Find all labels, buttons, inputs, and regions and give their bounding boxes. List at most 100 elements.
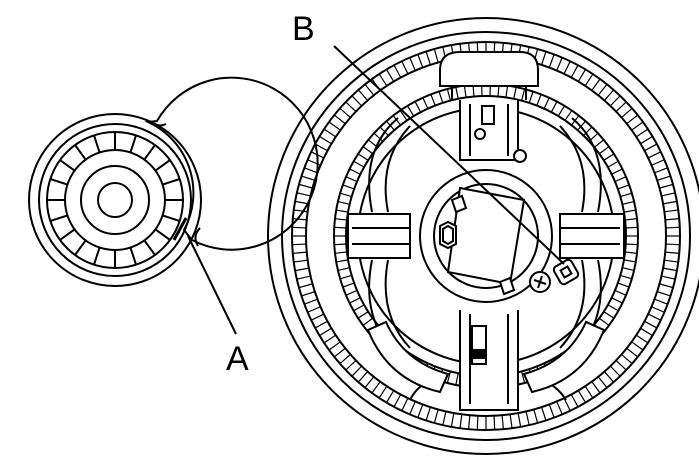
large-disc-inner-tooth [349,168,361,175]
large-disc-inner-tooth [625,243,638,246]
large-disc-inner-tooth [336,209,349,213]
large-disc-outer-tooth [597,83,608,96]
large-disc-outer-tooth [654,298,668,305]
large-disc-outer-tooth [295,200,309,205]
large-disc-outer-tooth [591,78,601,91]
large-disc-outer-tooth [351,95,363,107]
large-disc-outer-tooth [293,259,308,263]
large-disc-outer-tooth [584,385,594,399]
large-disc-outer-tooth [621,107,633,119]
large-disc-outer-tooth [626,347,639,358]
large-disc-outer-tooth [659,183,674,189]
callout-a-leader [187,235,237,335]
small-disc-part [28,76,319,287]
small-disc-tooth-outer [46,131,184,269]
large-disc-inner-tooth [620,274,633,280]
large-disc-inner-tooth [446,371,451,384]
large-disc-outer-tooth [591,381,601,394]
large-disc-inner-tooth [422,97,429,109]
large-disc-inner-tooth [463,85,467,98]
large-disc-outer-tooth [417,404,424,418]
large-disc-outer-tooth [563,60,571,75]
large-disc-inner-tooth [521,88,526,101]
small-disc-tooth [129,247,137,265]
large-disc-inner-tooth [357,153,369,161]
large-disc-outer-tooth [665,218,680,221]
large-disc-inner-tooth [617,184,630,190]
small-disc-hub [80,165,150,235]
large-disc-inner-tooth [399,110,408,121]
large-disc-outer-tooth [570,64,579,78]
large-disc-outer-tooth [493,415,496,430]
large-disc-outer-tooth [609,95,621,107]
large-disc-inner-tooth [622,267,635,272]
large-disc-inner-tooth [577,120,586,131]
small-disc-tooth [154,228,171,241]
large-disc-outer-tooth [631,341,644,351]
large-disc-outer-tooth [378,73,388,87]
large-disc-outer-tooth [501,415,504,430]
large-disc-inner-tooth [455,373,459,386]
callout-a-label: A [226,340,249,378]
large-disc-outer-tooth [659,283,674,289]
large-disc-outer-tooth [570,394,579,408]
large-disc-outer-tooth [450,413,455,427]
large-disc-outer-tooth [647,151,662,159]
large-disc-inner-tooth [455,86,459,99]
large-disc-outer-tooth [635,128,649,138]
large-disc-inner-tooth [337,267,350,272]
large-disc-outer-tooth [304,298,318,305]
large-disc-outer-tooth [292,243,307,246]
large-disc-outer-tooth [517,413,522,427]
large-disc-outer-tooth [661,275,676,280]
large-disc-inner-tooth [339,192,352,198]
large-disc-outer-tooth [328,121,341,131]
large-disc-outer-tooth [409,57,416,71]
large-disc-outer-tooth [345,101,357,113]
large-disc-inner-tooth [583,126,593,137]
large-disc-outer-tooth [357,89,369,101]
large-disc-outer-tooth [651,159,665,166]
large-disc-outer-tooth [603,371,615,383]
large-disc-inner-tooth [611,168,623,175]
large-disc-outer-tooth [314,143,328,152]
large-disc-outer-tooth [584,73,594,87]
large-disc-outer-tooth [640,135,653,145]
large-disc-outer-tooth [609,365,621,377]
large-disc-outer-tooth [328,341,341,351]
large-disc-outer-tooth [433,409,439,424]
large-disc-outer-tooth [293,209,308,213]
large-disc-inner-tooth [513,86,517,99]
large-disc-outer-tooth [304,167,318,174]
large-disc-outer-tooth [665,226,680,229]
large-disc-inner-tooth [334,251,347,254]
large-disc-outer-tooth [657,291,671,297]
large-disc-outer-tooth [577,69,587,82]
large-disc-inner-tooth [339,274,352,280]
large-disc-outer-tooth [345,359,357,371]
large-disc-outer-tooth [333,114,346,125]
large-disc-outer-tooth [556,401,563,415]
large-disc-outer-tooth [631,121,644,131]
large-disc-inner-tooth [607,160,619,168]
large-disc-inner-tooth [614,176,627,183]
large-disc-outer-tooth [307,159,321,166]
small-disc-teeth [47,132,183,268]
large-disc-inner-tooth [414,101,422,113]
large-disc-outer-tooth [644,143,658,152]
large-disc-outer-tooth [319,135,332,145]
small-disc-tooth [74,144,87,161]
large-disc-inner-tooth [342,184,355,190]
small-disc-tooth [50,214,68,222]
large-disc-outer-tooth [292,251,307,254]
large-disc-inner-tooth [620,192,633,198]
large-disc-inner-tooth [342,282,355,288]
large-disc-outer-tooth [301,175,315,181]
large-disc-outer-tooth [378,385,388,399]
large-disc-outer-tooth [323,334,337,344]
large-disc-inner-tooth [334,243,347,246]
large-disc-inner-tooth [438,91,444,104]
large-disc-outer-tooth [556,57,563,71]
large-disc-outer-tooth [433,48,439,63]
